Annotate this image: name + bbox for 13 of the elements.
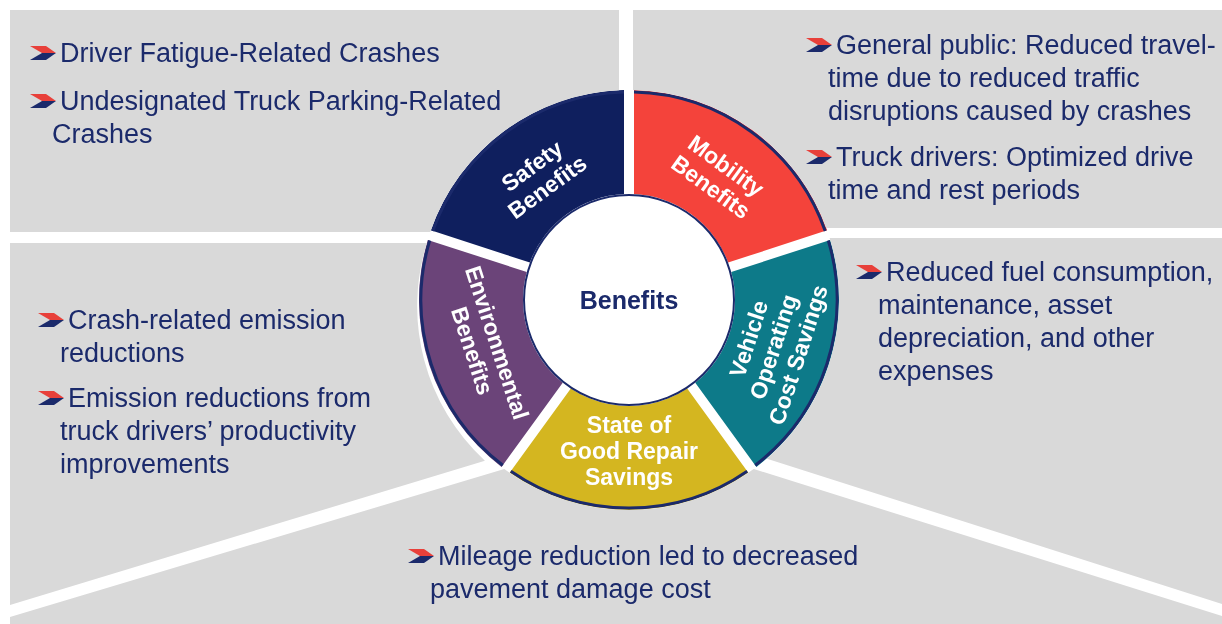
bullet-text: Reduced fuel consumption, maintenance, asset depreciation, and other expenses [878, 256, 1215, 388]
benefit-panel [10, 10, 619, 232]
center-label: Benefits [579, 285, 679, 315]
ring-segment [634, 90, 828, 263]
bullet-text: Mileage reduction led to decreased pavement damage cost [430, 540, 860, 606]
bullet-text: Undesignated Truck Parking-Related Crashes [52, 85, 502, 151]
bullet-text: Crash-related emission reductions [60, 304, 347, 370]
bullet-text: General public: Reduced travel-time due to reduced traffic disruptions caused by crashes [828, 29, 1217, 128]
bullet-text: Driver Fatigue-Related Crashes [59, 37, 441, 70]
bullet-text: Truck drivers: Optimized drive time and rest periods [828, 141, 1195, 207]
bullet-text: Emission reductions from truck drivers’ productivity improvements [60, 382, 373, 481]
ring-segment [419, 239, 563, 467]
segment-label: State of Good Repair Savings [559, 413, 699, 491]
